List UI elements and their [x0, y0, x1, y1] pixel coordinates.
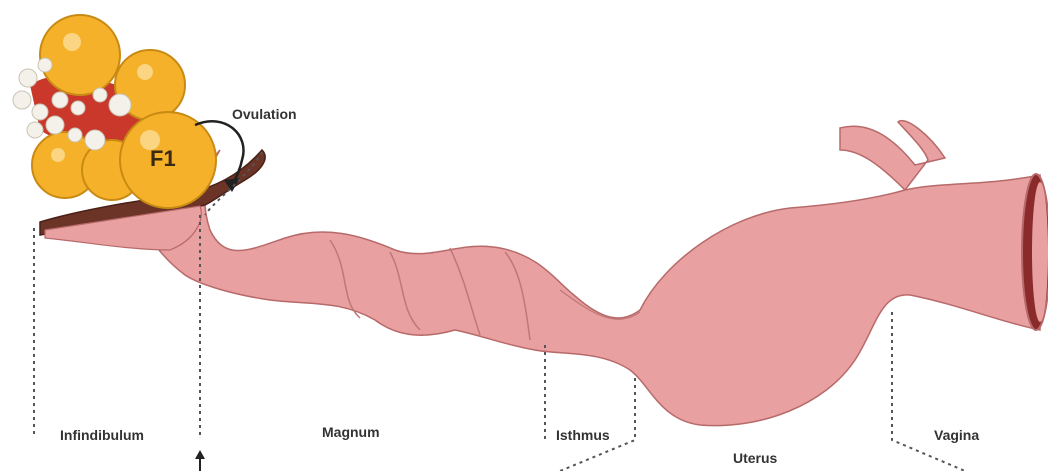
vagina-branch — [840, 121, 945, 190]
vagina-label: Vagina — [934, 427, 979, 443]
vagina-leader — [892, 312, 965, 471]
infundibulum-label: Infindibulum — [60, 427, 144, 443]
ovary-cluster — [13, 15, 216, 208]
oviduct-tube — [150, 150, 1040, 426]
uterus-label: Uterus — [733, 450, 777, 466]
isthmus-leader-right — [560, 378, 635, 471]
oviduct — [150, 121, 1048, 426]
ovulation-label: Ovulation — [232, 106, 297, 122]
follicle-f1-label: F1 — [150, 146, 176, 172]
isthmus-label: Isthmus — [556, 427, 610, 443]
pointer-arrow-icon — [195, 450, 205, 471]
magnum-label: Magnum — [322, 424, 380, 440]
follicle — [40, 15, 120, 95]
